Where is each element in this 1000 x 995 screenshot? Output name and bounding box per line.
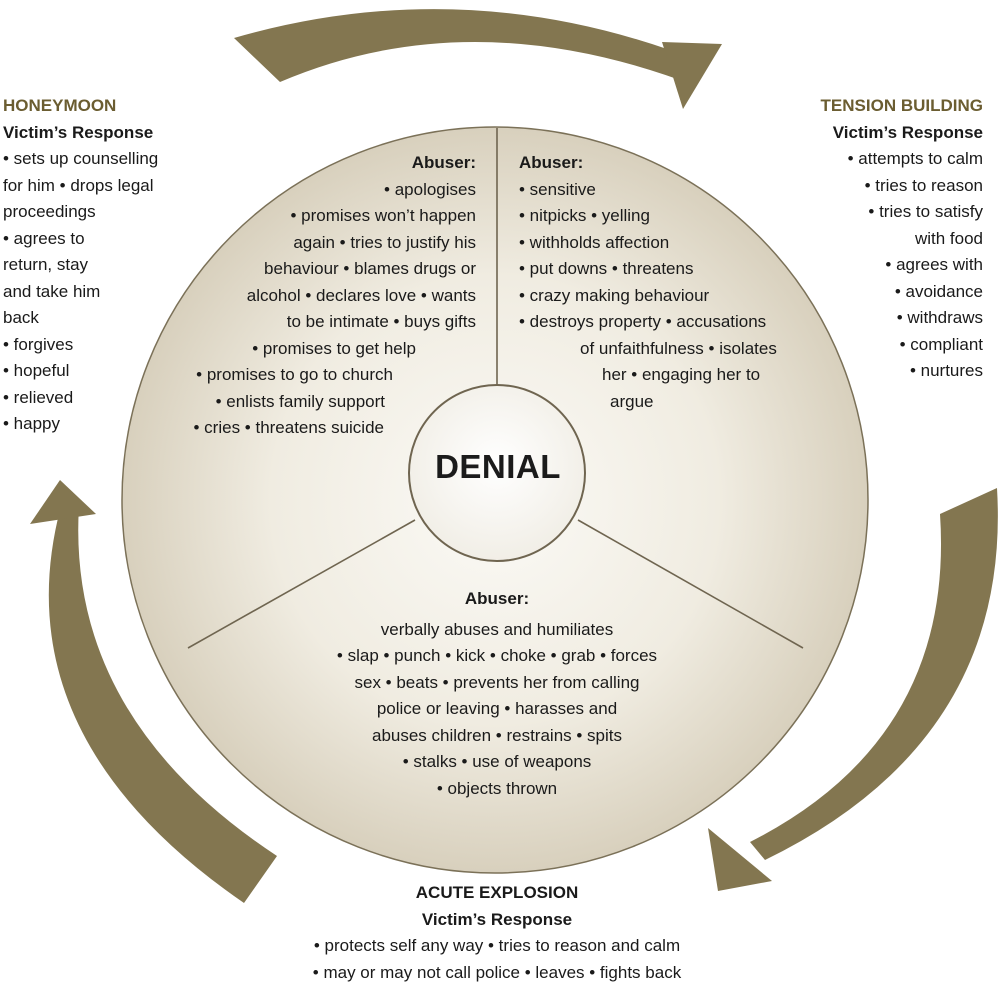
list-item: • sets up counselling [3,149,159,168]
list-item: • avoidance [894,281,983,301]
list-item: • compliant [899,334,983,354]
list-item: • withholds affection [519,232,670,252]
honeymoon-title: HONEYMOON [3,96,117,115]
acute-explosion-title: ACUTE EXPLOSION [415,883,579,902]
list-item: • relieved [3,387,74,407]
list-item: • withdraws [896,308,983,327]
list-item: police or leaving • harasses and [376,699,618,718]
list-item: back [3,308,39,327]
list-item: • happy [3,414,60,433]
list-item: sex • beats • prevents her from calling [354,672,640,692]
list-item: return, stay [3,255,89,274]
list-item: • cries • threatens suicide [193,418,385,437]
acute-explosion-subtitle: Victim’s Response [421,909,573,929]
list-item: • enlists family support [215,391,385,411]
list-item: behaviour • blames drugs or [264,259,476,278]
list-item: • agrees to [3,228,85,248]
honeymoon-response-list: • sets up counselling for him • drops le… [3,146,208,438]
acute-explosion-section: ACUTE EXPLOSION Victim’s Response • prot… [197,880,797,986]
acute-abuser-block: Abuser: verbally abuses and humiliates •… [297,586,697,802]
list-item: her • engaging her to [602,365,761,384]
list-item: • nitpicks • yelling [519,206,650,225]
divider-line-right [577,519,804,649]
tension-building-section: TENSION BUILDING Victim’s Response • att… [743,93,983,385]
list-item: • may or may not call police • leaves • … [312,962,682,982]
list-item: • apologises [384,179,476,199]
divider-line-left [187,519,416,649]
tension-building-title: TENSION BUILDING [820,96,983,115]
list-item: • promises to go to church [196,365,393,384]
list-item: • hopeful [3,361,70,380]
acute-explosion-response-list: • protects self any way • tries to reaso… [197,933,797,986]
arrow-top [234,9,722,109]
list-item: for him • drops legal [3,175,154,195]
abuser-label: Abuser: [411,153,476,172]
list-item: of unfaithfulness • isolates [580,338,777,358]
list-item: • slap • punch • kick • choke • grab • f… [336,646,658,665]
tension-abuser-block: Abuser: • sensitive • nitpicks • yelling… [519,150,839,415]
list-item: alcohol • declares love • wants [246,285,476,305]
list-item: • destroys property • accusations [519,312,767,331]
list-item: • promises won’t happen [290,206,477,225]
tension-building-subtitle: Victim’s Response [832,122,983,142]
tension-building-response-list: • attempts to calm • tries to reason • t… [743,146,983,385]
list-item: abuses children • restrains • spits [371,725,622,745]
list-item: • objects thrown [436,778,558,798]
honeymoon-subtitle: Victim’s Response [3,122,154,142]
list-item: • sensitive [519,179,596,199]
list-item: and take him [3,281,101,301]
list-item: • stalks • use of weapons [402,752,592,771]
list-item: • forgives [3,334,74,354]
list-item: argue [610,391,654,411]
list-item: • put downs • threatens [519,259,694,278]
list-item: • tries to satisfy [868,202,983,221]
abuser-label: Abuser: [464,589,530,608]
list-item: • nurtures [909,361,983,380]
list-item: • tries to reason [864,175,983,195]
arrow-left [30,480,277,903]
honeymoon-abuser-block: Abuser: • apologises • promises won’t ha… [140,150,477,442]
arrow-right [708,488,998,891]
denial-circle [408,384,586,562]
list-item: verbally abuses and humiliates [380,619,614,639]
list-item: proceedings [3,202,96,221]
list-item: • crazy making behaviour [519,285,710,305]
list-item: with food [914,228,983,248]
list-item: again • tries to justify his [293,232,476,252]
honeymoon-section: HONEYMOON Victim’s Response • sets up co… [3,93,208,438]
list-item: • protects self any way • tries to reaso… [313,936,681,955]
list-item: • agrees with [885,255,983,274]
list-item: to be intimate • buys gifts [286,312,476,331]
list-item: • attempts to calm [847,149,983,168]
abuser-label: Abuser: [519,153,584,172]
list-item: • promises to get help [252,338,416,358]
denial-label: DENIAL [435,448,561,485]
